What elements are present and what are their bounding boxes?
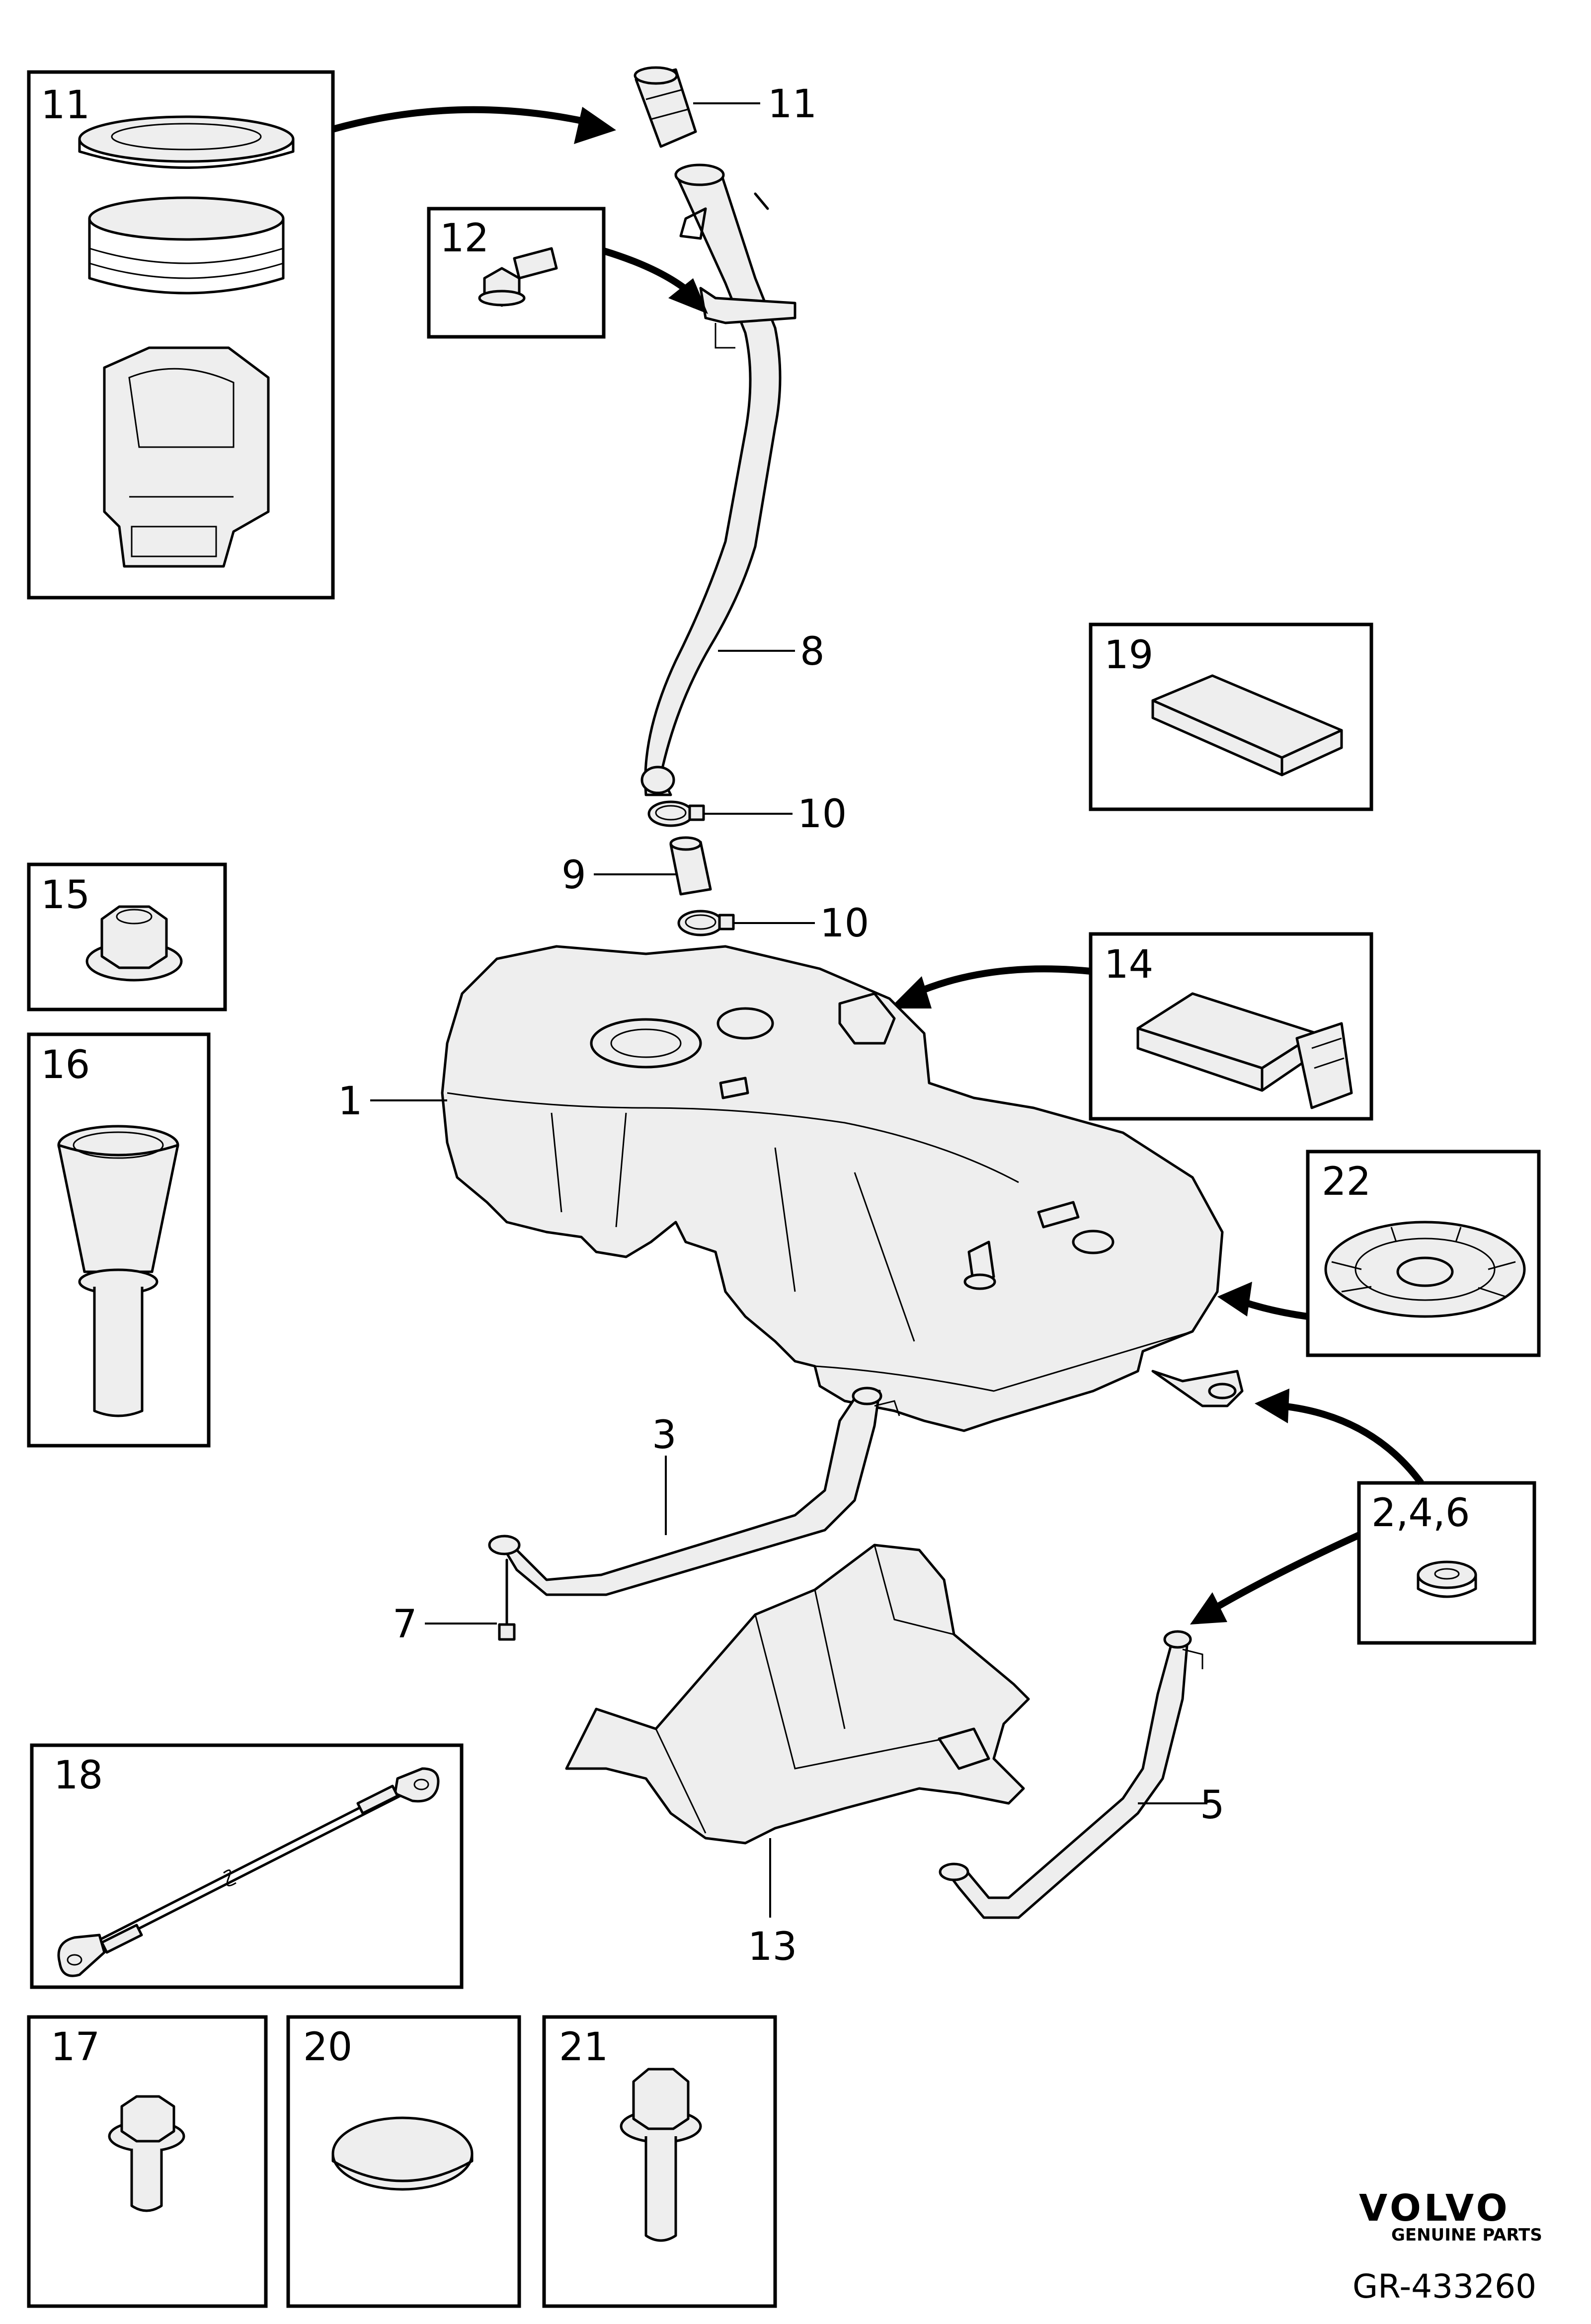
callout-10a: 10 — [797, 792, 847, 837]
heat-shield-icon — [565, 1544, 1030, 1845]
detail-box-2-4-6: 2,4,6 — [1357, 1481, 1536, 1645]
hose-clamp-upper-icon — [647, 800, 705, 827]
box-22-label: 22 — [1322, 1160, 1371, 1204]
control-module-icon — [1136, 992, 1353, 1109]
detail-box-15: 15 — [27, 862, 227, 1011]
callout-7: 7 — [393, 1602, 417, 1647]
box-18-label: 18 — [54, 1753, 103, 1798]
fuel-pump-module-icon — [103, 346, 270, 568]
flange-bolt-icon — [478, 247, 558, 307]
callout-13: 13 — [748, 1925, 797, 1969]
arrow-box11-to-filler — [332, 106, 616, 144]
fuel-tank-icon — [441, 945, 1244, 1432]
arrow-box22-to-tank — [1217, 1282, 1308, 1320]
detail-box-18: 18 — [30, 1743, 464, 1989]
detail-box-14: 14 — [1089, 932, 1373, 1121]
box-20-label: 20 — [303, 2025, 352, 2070]
diagram-reference-number: GR-433260 — [1352, 2267, 1536, 2306]
detail-box-12: 12 — [427, 207, 606, 339]
callout-10b: 10 — [820, 901, 869, 946]
detail-box-20: 20 — [286, 2015, 521, 2308]
box-16-label: 16 — [41, 1043, 90, 1087]
detail-box-11: 11 — [27, 70, 335, 600]
volvo-logo: VOLVO — [1359, 2187, 1511, 2230]
genuine-parts-tagline: GENUINE PARTS — [1391, 2225, 1542, 2245]
seal-plate-icon — [1324, 1221, 1526, 1318]
arrow-box12-to-bracket — [602, 247, 708, 314]
box-14-label: 14 — [1104, 942, 1153, 987]
box-15-label: 15 — [41, 873, 90, 918]
funnel-icon — [57, 1125, 179, 1417]
flange-bolt-17-icon — [108, 2095, 185, 2212]
callout-11: 11 — [768, 82, 817, 127]
callout-3: 3 — [652, 1413, 677, 1458]
callout-9: 9 — [561, 853, 586, 898]
bolt-7-icon — [498, 1558, 516, 1641]
box-12-label: 12 — [440, 216, 489, 261]
callout-5: 5 — [1200, 1783, 1225, 1828]
hose-clamp-lower-icon — [677, 910, 735, 936]
washer-icon — [1417, 1560, 1477, 1598]
plug-cap-icon — [331, 2116, 474, 2191]
flange-bolt-21-icon — [620, 2068, 702, 2242]
foam-pad-icon — [1151, 674, 1343, 776]
arrow-box246-to-tank — [1255, 1389, 1424, 1485]
box-21-label: 21 — [559, 2025, 608, 2070]
detail-box-21: 21 — [542, 2015, 777, 2308]
arrow-box246-to-strap5 — [1190, 1532, 1360, 1625]
ground-strap-icon — [57, 1767, 440, 1977]
box-19-label: 19 — [1104, 633, 1153, 678]
box-11-label: 11 — [41, 83, 90, 128]
detail-box-16: 16 — [27, 1032, 211, 1448]
box-2-4-6-label: 2,4,6 — [1371, 1491, 1470, 1536]
flange-nut-icon — [85, 905, 183, 982]
connecting-hose-icon — [669, 836, 712, 896]
filler-pipe-icon — [640, 163, 796, 796]
seal-ring-icon — [88, 196, 285, 295]
box-17-label: 17 — [51, 2025, 100, 2070]
tank-strap-5-icon — [939, 1630, 1203, 1919]
detail-box-22: 22 — [1306, 1150, 1541, 1357]
tank-strap-3-icon — [488, 1387, 900, 1596]
callout-1: 1 — [338, 1079, 363, 1124]
detail-box-19: 19 — [1089, 622, 1373, 811]
arrow-box14-to-tank — [889, 965, 1091, 1008]
lock-ring-icon — [78, 115, 295, 169]
callout-8: 8 — [800, 629, 825, 674]
detail-box-17: 17 — [27, 2015, 268, 2308]
filler-cap-adapter-icon — [634, 66, 697, 148]
